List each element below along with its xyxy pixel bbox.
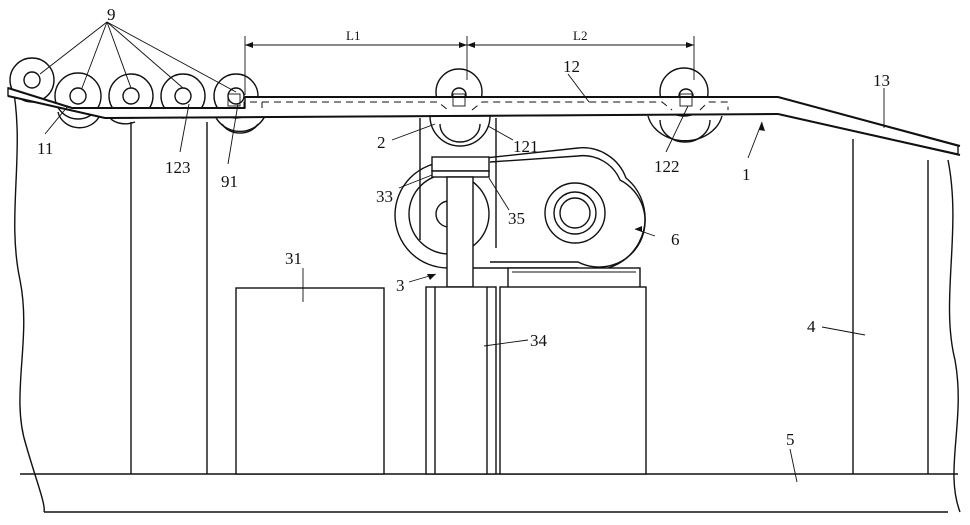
label-11: 11 bbox=[37, 139, 53, 158]
label-13: 13 bbox=[873, 71, 890, 90]
cabinet-31 bbox=[236, 288, 384, 474]
right-break-line bbox=[948, 160, 960, 512]
label-35: 35 bbox=[508, 209, 525, 228]
label-4: 4 bbox=[807, 317, 816, 336]
label-1: 1 bbox=[742, 165, 751, 184]
label-12: 12 bbox=[563, 57, 580, 76]
cylinder-34 bbox=[426, 287, 496, 474]
label-2: 2 bbox=[377, 133, 386, 152]
label-33: 33 bbox=[376, 187, 393, 206]
cabinet-motor bbox=[500, 287, 646, 474]
motor-mount bbox=[508, 268, 640, 288]
piston-head bbox=[432, 157, 489, 177]
label-31: 31 bbox=[285, 249, 302, 268]
label-6: 6 bbox=[671, 230, 680, 249]
label-5: 5 bbox=[786, 430, 795, 449]
label-9: 9 bbox=[107, 5, 116, 24]
label-3: 3 bbox=[396, 276, 405, 295]
label-121: 121 bbox=[513, 137, 539, 156]
base-plate bbox=[20, 474, 958, 512]
label-123: 123 bbox=[165, 158, 191, 177]
piston-rod bbox=[447, 177, 473, 287]
label-34: 34 bbox=[530, 331, 548, 350]
label-122: 122 bbox=[654, 157, 680, 176]
label-91: 91 bbox=[221, 172, 238, 191]
label-L1: L1 bbox=[346, 28, 360, 43]
label-L2: L2 bbox=[573, 28, 587, 43]
